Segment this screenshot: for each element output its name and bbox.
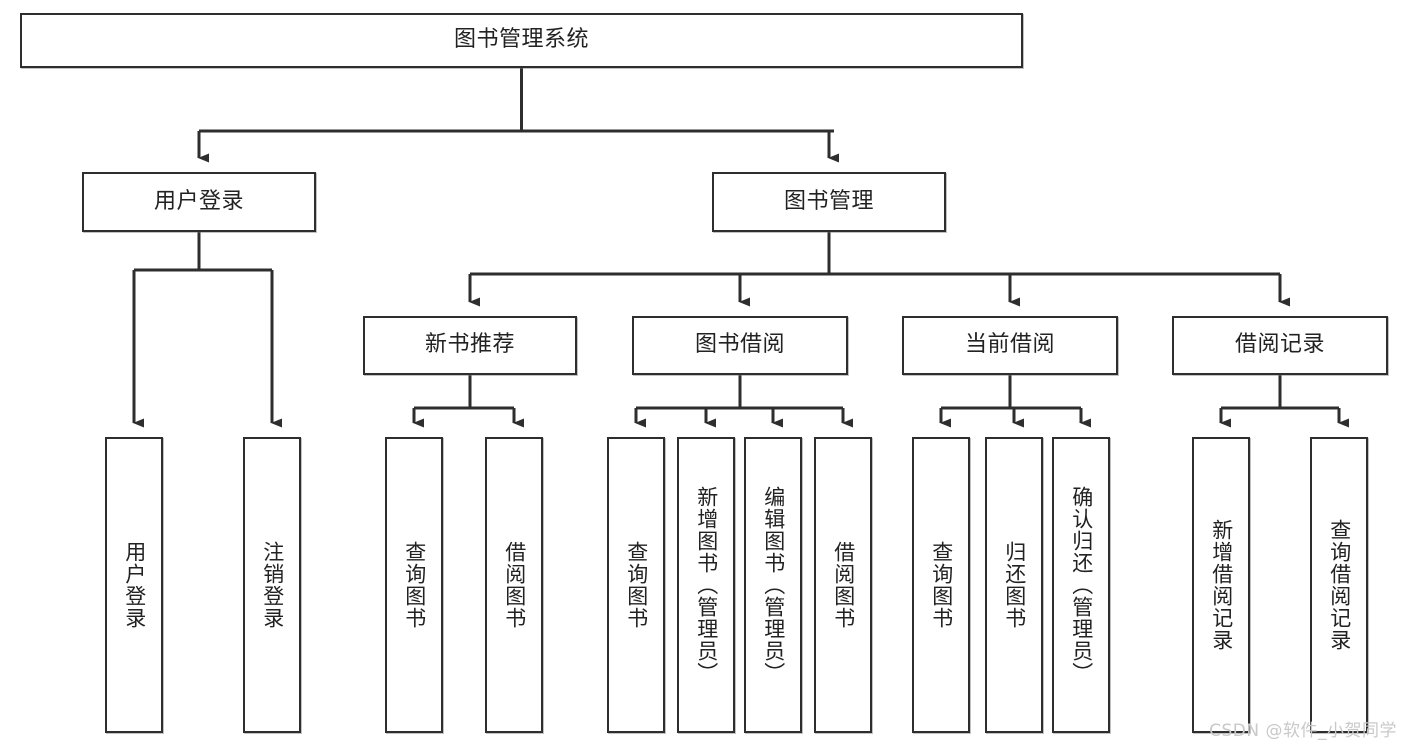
leaf-add-borrow-record-label: 新增借阅记录 [1209, 519, 1234, 651]
leaf-logout-login[interactable]: 注销登录 [243, 437, 301, 733]
node-book-borrow-label: 图书借阅 [694, 332, 785, 358]
node-root-label: 图书管理系统 [453, 27, 589, 53]
node-book-borrow[interactable]: 图书借阅 [632, 316, 848, 375]
leaf-borrow-book-1[interactable]: 借阅图书 [485, 437, 543, 733]
leaf-user-login-label: 用户登录 [122, 541, 147, 629]
node-book-manage[interactable]: 图书管理 [712, 172, 946, 232]
leaf-confirm-return-admin[interactable]: 确认归还（管理员） [1052, 437, 1110, 733]
leaf-query-book-2-label: 查询图书 [624, 541, 649, 629]
leaf-add-borrow-record[interactable]: 新增借阅记录 [1192, 437, 1250, 733]
node-new-book-recommend-label: 新书推荐 [424, 332, 515, 358]
leaf-borrow-book-2-label: 借阅图书 [831, 541, 856, 629]
leaf-query-book-1-label: 查询图书 [402, 541, 427, 629]
leaf-return-book-label: 归还图书 [1002, 541, 1027, 629]
node-user-login-label: 用户登录 [153, 188, 244, 214]
leaf-query-borrow-record-label: 查询借阅记录 [1327, 519, 1352, 651]
leaf-edit-book-admin-label: 编辑图书（管理员） [761, 486, 786, 684]
leaf-confirm-return-admin-label: 确认归还（管理员） [1069, 486, 1094, 684]
leaf-borrow-book-2[interactable]: 借阅图书 [814, 437, 872, 733]
node-root[interactable]: 图书管理系统 [20, 13, 1023, 68]
leaf-query-book-1[interactable]: 查询图书 [385, 437, 443, 733]
leaf-add-book-admin[interactable]: 新增图书（管理员） [677, 437, 735, 733]
leaf-logout-login-label: 注销登录 [260, 541, 285, 629]
node-current-borrow-label: 当前借阅 [964, 332, 1055, 358]
node-current-borrow[interactable]: 当前借阅 [902, 316, 1118, 375]
leaf-query-book-3-label: 查询图书 [929, 541, 954, 629]
csdn-watermark: CSDN @软件_小贺同学 [1209, 721, 1397, 741]
node-user-login[interactable]: 用户登录 [82, 172, 316, 232]
leaf-borrow-book-1-label: 借阅图书 [502, 541, 527, 629]
leaf-edit-book-admin[interactable]: 编辑图书（管理员） [744, 437, 802, 733]
node-new-book-recommend[interactable]: 新书推荐 [363, 316, 577, 375]
leaf-return-book[interactable]: 归还图书 [985, 437, 1043, 733]
node-borrow-record[interactable]: 借阅记录 [1172, 316, 1388, 375]
leaf-add-book-admin-label: 新增图书（管理员） [694, 486, 719, 684]
node-borrow-record-label: 借阅记录 [1234, 332, 1325, 358]
leaf-user-login[interactable]: 用户登录 [105, 437, 163, 733]
node-book-manage-label: 图书管理 [783, 188, 874, 214]
leaf-query-book-3[interactable]: 查询图书 [912, 437, 970, 733]
leaf-query-borrow-record[interactable]: 查询借阅记录 [1310, 437, 1368, 733]
leaf-query-book-2[interactable]: 查询图书 [607, 437, 665, 733]
